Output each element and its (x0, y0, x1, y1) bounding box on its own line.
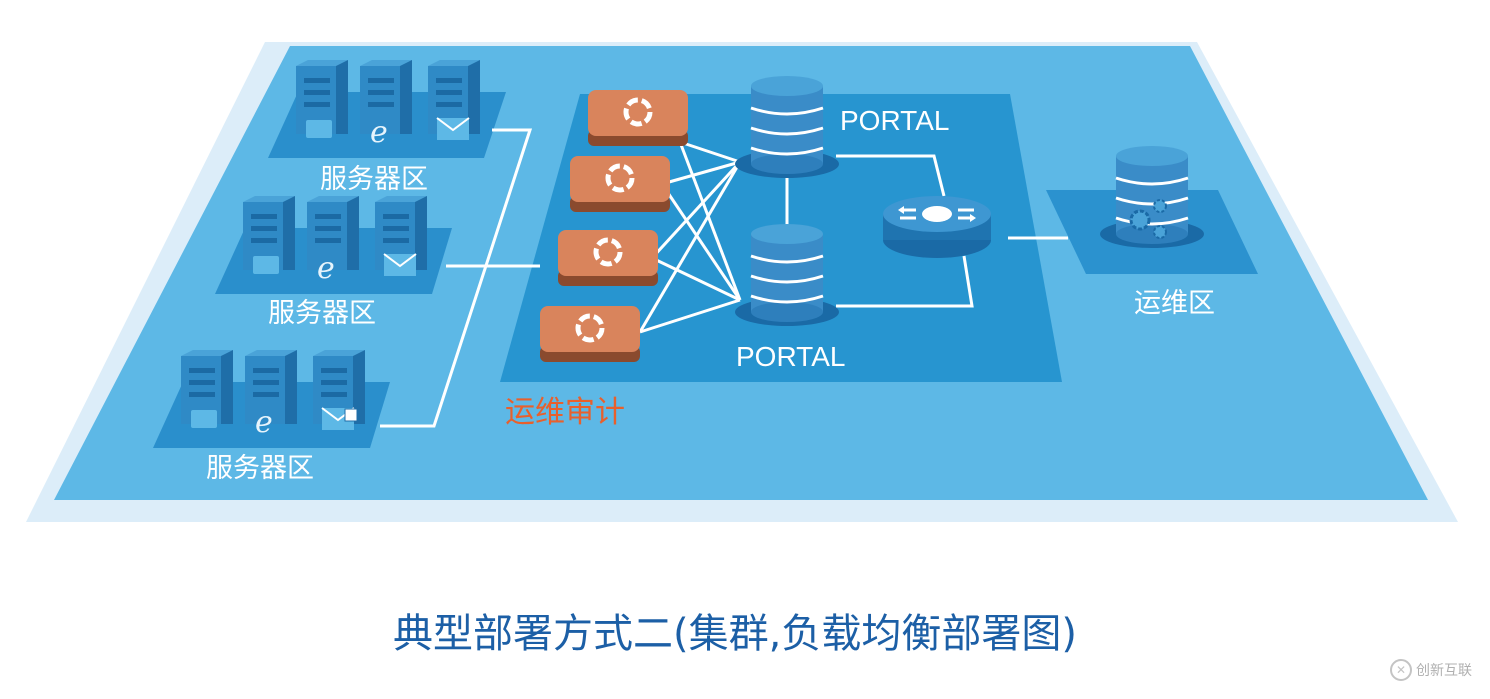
gear-icon (1129, 209, 1151, 231)
server-zone-label-1: 服务器区 (320, 164, 428, 195)
audit-device-1 (588, 90, 688, 146)
audit-device-4 (540, 306, 640, 362)
server-group-1: e (296, 60, 480, 150)
audit-device-3 (558, 230, 658, 286)
server-zone-label-2: 服务器区 (268, 298, 376, 329)
load-balancer (883, 196, 991, 258)
ops-zone-label: 运维区 (1134, 288, 1215, 319)
diagram-caption: 典型部署方式二(集群,负载均衡部署图) (393, 611, 1077, 657)
watermark-text: 创新互联 (1416, 663, 1472, 679)
ie-icon: e (317, 251, 335, 286)
watermark: ✕ 创新互联 (1390, 652, 1486, 688)
server-group-2: e (243, 196, 427, 286)
audit-device-2 (570, 156, 670, 212)
portal-top-label: PORTAL (840, 105, 950, 136)
server-group-3: e (181, 350, 365, 440)
chuangxin-logo-icon: ✕ (1390, 659, 1412, 681)
gear-icon (1153, 199, 1167, 213)
portal-bottom-label: PORTAL (736, 341, 846, 372)
ie-icon: e (255, 405, 273, 440)
folder-icon (306, 120, 332, 138)
server-zone-label-3: 服务器区 (206, 453, 314, 484)
selection-handle (344, 408, 358, 422)
audit-zone-label: 运维审计 (505, 395, 625, 430)
connection-lines (380, 128, 1068, 428)
folder-icon (191, 410, 217, 428)
ops-db (1098, 144, 1206, 250)
gear-icon (1153, 225, 1167, 239)
ie-icon: e (370, 115, 388, 150)
folder-icon (253, 256, 279, 274)
